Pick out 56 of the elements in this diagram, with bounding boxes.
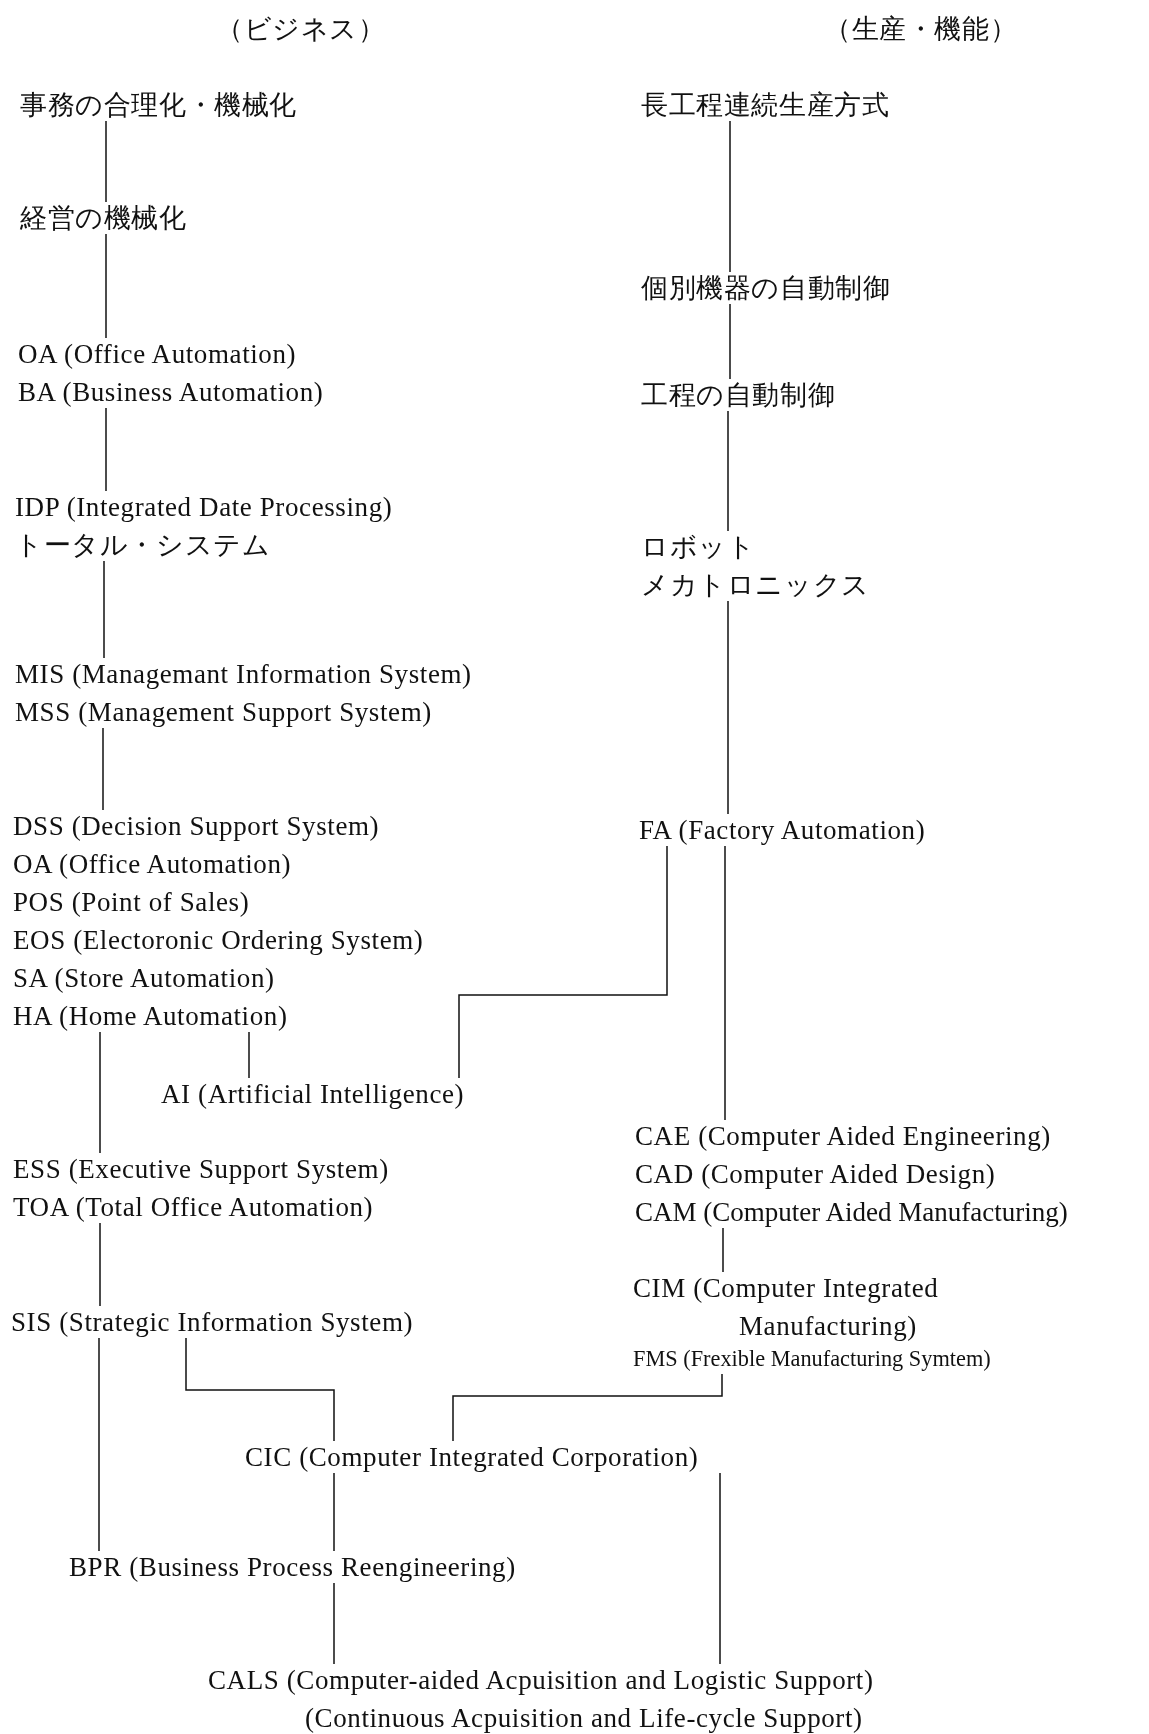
connector-line bbox=[452, 1373, 723, 1442]
term-label: メカトロニックス bbox=[641, 569, 870, 602]
term-label: ロボット bbox=[641, 531, 756, 564]
term-label: DSS (Decision Support System) bbox=[13, 810, 380, 843]
connector-line bbox=[724, 845, 726, 1121]
term-label: ESS (Executive Support System) bbox=[13, 1153, 389, 1186]
term-label: SIS (Strategic Information System) bbox=[11, 1303, 414, 1341]
term-label: MIS (Managemant Information System) bbox=[15, 658, 472, 691]
term-label: 工程の自動制御 bbox=[641, 376, 836, 414]
term-label: CIM (Computer Integrated Manufacturing) bbox=[633, 1272, 940, 1343]
term-label: IDP (Integrated Date Processing) bbox=[15, 491, 393, 524]
connector-line bbox=[333, 1582, 335, 1665]
connector-line bbox=[99, 1222, 101, 1307]
connector-line bbox=[727, 410, 729, 532]
connector-line bbox=[729, 303, 731, 380]
term-label: SA (Store Automation) bbox=[13, 962, 275, 995]
term-label: OA (Office Automation) bbox=[13, 848, 292, 881]
term-label: 長工程連続生産方式 bbox=[641, 86, 890, 124]
term-label: AI (Artificial Intelligence) bbox=[161, 1075, 465, 1113]
connector-line bbox=[102, 727, 104, 811]
term-label: FMS (Frexible Manufacturing Symtem) bbox=[633, 1344, 991, 1373]
term-label: EOS (Electoronic Ordering System) bbox=[13, 924, 424, 957]
term-label: 経営の機械化 bbox=[20, 199, 187, 237]
term-label: BPR (Business Process Reengineering) bbox=[69, 1548, 516, 1586]
connector-line bbox=[105, 120, 107, 203]
connector-line bbox=[185, 1337, 335, 1442]
connector-line bbox=[729, 120, 731, 273]
connector-line bbox=[333, 1472, 335, 1552]
column-heading: （生産・機能） bbox=[824, 13, 1018, 46]
connector-line bbox=[722, 1227, 724, 1273]
term-label: CAD (Computer Aided Design) bbox=[635, 1158, 996, 1191]
term-label: CAE (Computer Aided Engineering) bbox=[635, 1120, 1051, 1153]
term-label: OA (Office Automation) bbox=[18, 338, 297, 371]
connector-line bbox=[105, 407, 107, 492]
term-label: CALS (Computer-aided Acpuisition and Logistic Support) bbox=[208, 1664, 874, 1697]
term-label: (Continuous Acpuisition and Life-cycle Support) bbox=[305, 1702, 863, 1734]
term-label: 個別機器の自動制御 bbox=[641, 269, 891, 307]
term-label: POS (Point of Sales) bbox=[13, 886, 250, 919]
connector-line bbox=[719, 1472, 721, 1665]
term-label: CIC (Computer Integrated Corporation) bbox=[245, 1438, 699, 1476]
term-label: MSS (Management Support System) bbox=[15, 696, 432, 729]
term-label: TOA (Total Office Automation) bbox=[13, 1191, 374, 1224]
term-label: HA (Home Automation) bbox=[13, 1000, 288, 1033]
term-label: トータル・システム bbox=[15, 529, 271, 562]
connector-line bbox=[99, 1031, 101, 1154]
connector-line bbox=[105, 233, 107, 339]
connector-line bbox=[727, 600, 729, 815]
connector-line bbox=[98, 1337, 100, 1552]
term-label: CAM (Computer Aided Manufacturing) bbox=[635, 1196, 1068, 1229]
column-heading: （ビジネス） bbox=[216, 13, 386, 46]
connector-line bbox=[103, 560, 105, 659]
term-label: FA (Factory Automation) bbox=[639, 811, 926, 849]
term-label: BA (Business Automation) bbox=[18, 376, 324, 409]
connector-line bbox=[458, 845, 668, 1079]
term-label: 事務の合理化・機械化 bbox=[20, 86, 297, 124]
connector-line bbox=[248, 1031, 250, 1079]
